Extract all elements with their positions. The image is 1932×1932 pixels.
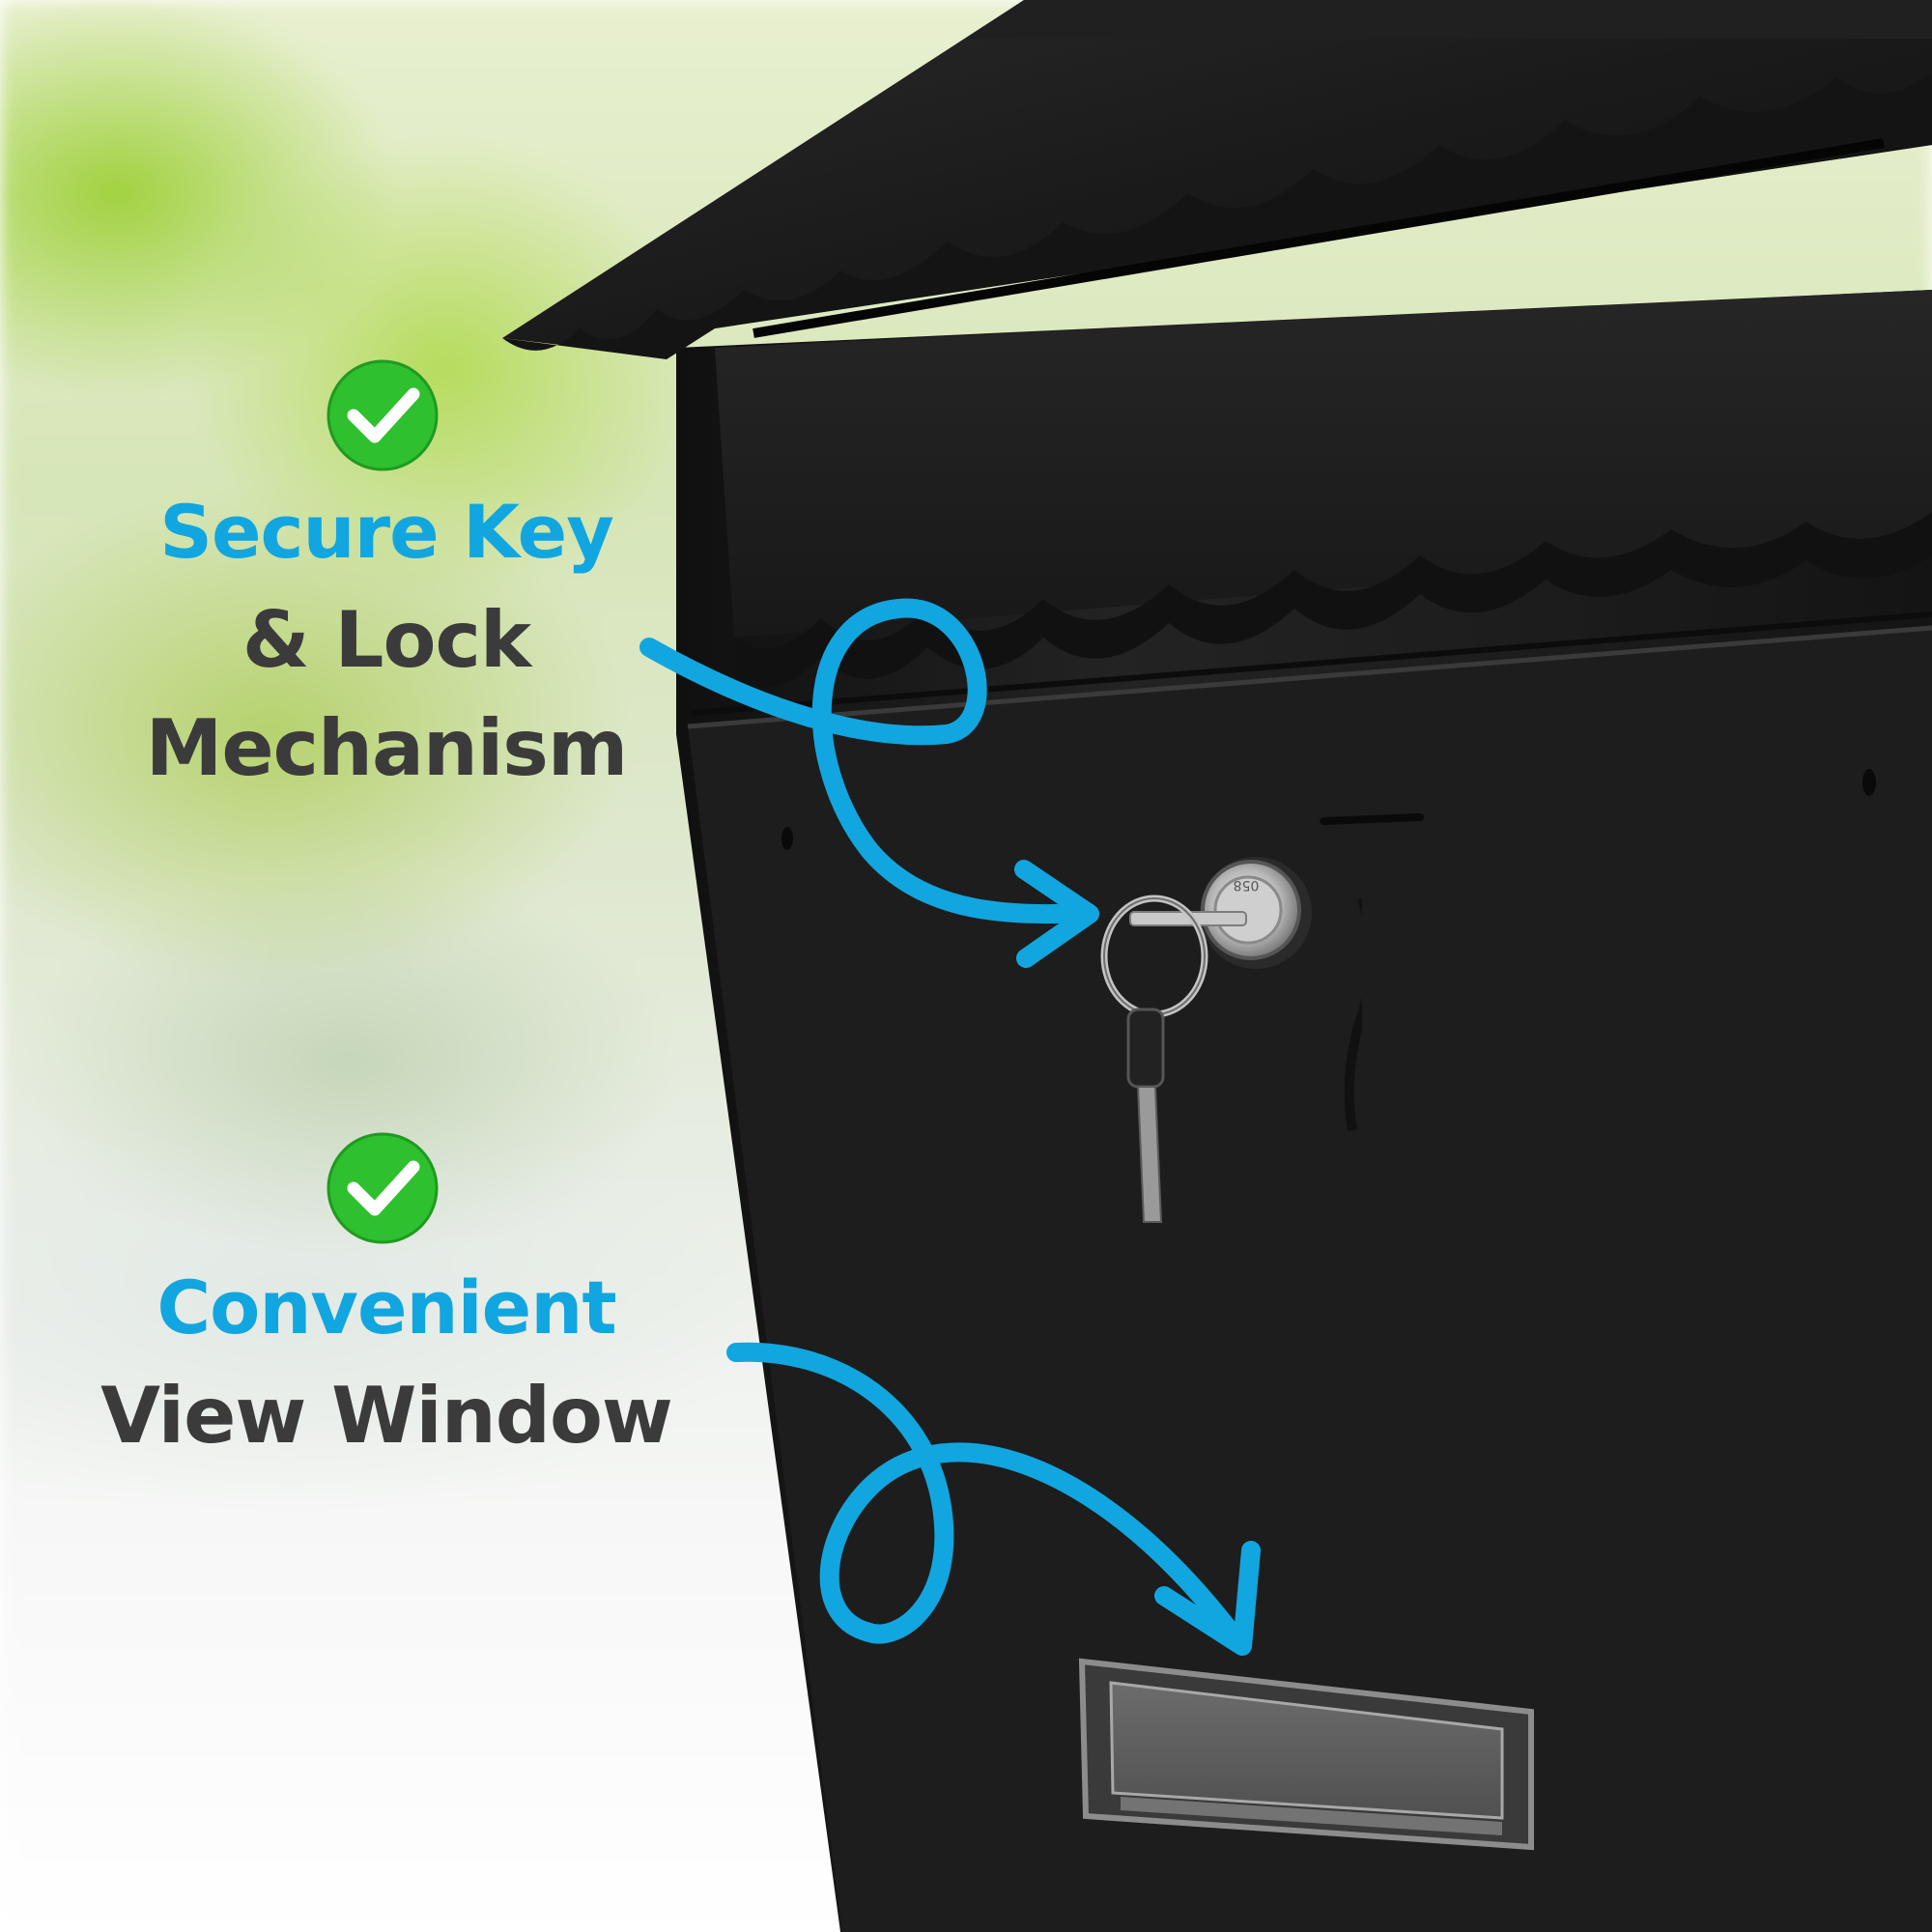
- feature-dark-text: & Lock: [242, 595, 531, 685]
- feature-convenient-view-window: Convenient View Window: [58, 1254, 715, 1470]
- mailbox-lid: [715, 290, 1932, 638]
- view-window: [1078, 1658, 1534, 1851]
- feature-accent-text: Secure Key: [159, 489, 614, 575]
- roof-scallop: [502, 72, 1932, 359]
- feature-dark-text: Mechanism: [145, 703, 629, 793]
- feature-dark-text: View Window: [100, 1371, 673, 1461]
- key-lock: 058: [1100, 857, 1362, 1223]
- feature-secure-key-lock: Secure Key & Lock Mechanism: [58, 478, 715, 803]
- feature-accent-text: Convenient: [156, 1264, 616, 1350]
- mailbox-roof: [502, 0, 1932, 357]
- lock-engraving: 058: [1234, 877, 1260, 893]
- green-check-icon: [327, 1132, 439, 1244]
- green-check-icon: [327, 359, 439, 471]
